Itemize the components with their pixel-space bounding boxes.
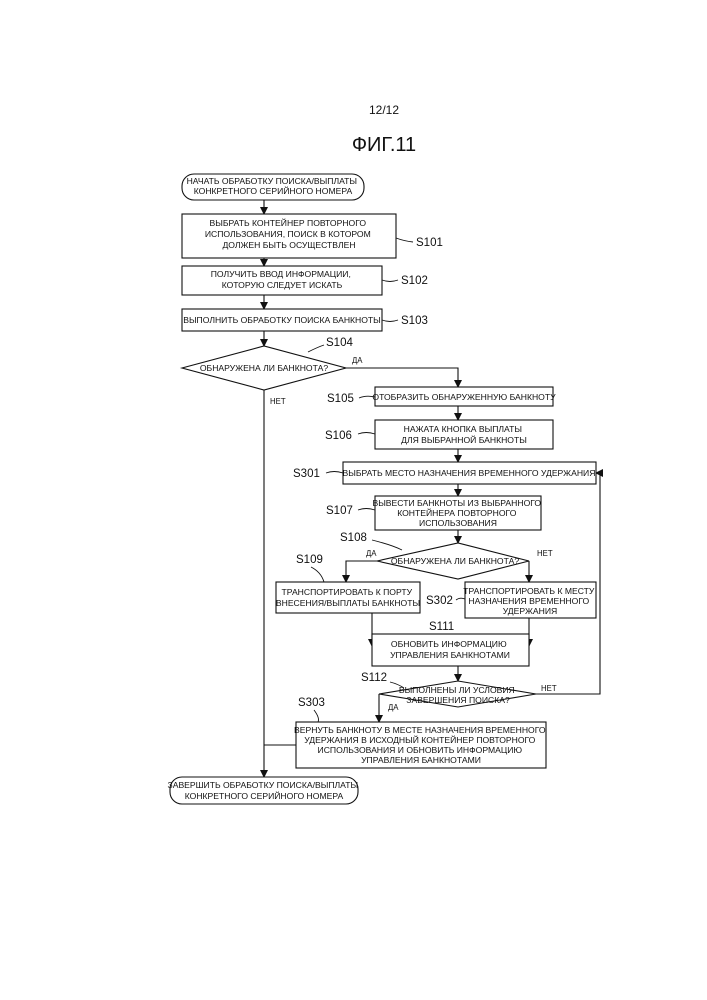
step-label-s104: S104 [326, 337, 353, 349]
s108-no-label: НЕТ [537, 549, 553, 558]
step-label-s112: S112 [361, 672, 387, 684]
node-s101-text: ВЫБРАТЬ КОНТЕЙНЕР ПОВТОРНОГО ИСПОЛЬЗОВАН… [205, 217, 373, 250]
s112-no-label: НЕТ [541, 684, 557, 693]
s104-yes-label: ДА [352, 356, 363, 365]
s108-yes-label: ДА [366, 549, 377, 558]
decision-s108-text: ОБНАРУЖЕНА ЛИ БАНКНОТА? [391, 556, 519, 566]
node-s302: ТРАНСПОРТИРОВАТЬ К МЕСТУ НАЗНАЧЕНИЯ ВРЕМ… [426, 582, 597, 618]
step-label-s106: S106 [325, 430, 352, 442]
node-s103: ВЫПОЛНИТЬ ОБРАБОТКУ ПОИСКА БАНКНОТЫ S103 [182, 309, 428, 331]
decision-s112-text: ВЫПОЛНЕНЫ ЛИ УСЛОВИЯ ЗАВЕРШЕНИЯ ПОИСКА? [399, 685, 517, 705]
node-s102: ПОЛУЧИТЬ ВВОД ИНФОРМАЦИИ, КОТОРУЮ СЛЕДУЕ… [182, 266, 428, 295]
node-s107: ВЫВЕСТИ БАНКНОТЫ ИЗ ВЫБРАННОГО КОНТЕЙНЕР… [326, 496, 544, 530]
node-s303: ВЕРНУТЬ БАНКНОТУ В МЕСТЕ НАЗНАЧЕНИЯ ВРЕМ… [294, 697, 548, 768]
node-s109-text: ТРАНСПОРТИРОВАТЬ К ПОРТУ ВНЕСЕНИЯ/ВЫПЛАТ… [276, 587, 420, 608]
step-label-s111: S111 [429, 621, 454, 633]
node-s102-text: ПОЛУЧИТЬ ВВОД ИНФОРМАЦИИ, КОТОРУЮ СЛЕДУЕ… [211, 269, 354, 290]
page-number: 12/12 [369, 103, 399, 117]
node-s106: НАЖАТА КНОПКА ВЫПЛАТЫ ДЛЯ ВЫБРАННОЙ БАНК… [325, 420, 553, 449]
figure-title: ФИГ.11 [352, 134, 416, 156]
step-label-s108: S108 [340, 532, 367, 544]
node-s301: ВЫБРАТЬ МЕСТО НАЗНАЧЕНИЯ ВРЕМЕННОГО УДЕР… [293, 462, 596, 484]
node-start-text: НАЧАТЬ ОБРАБОТКУ ПОИСКА/ВЫПЛАТЫ КОНКРЕТН… [187, 176, 360, 196]
s112-yes-label: ДА [388, 703, 399, 712]
node-s301-text: ВЫБРАТЬ МЕСТО НАЗНАЧЕНИЯ ВРЕМЕННОГО УДЕР… [343, 468, 596, 478]
step-label-s109: S109 [296, 554, 323, 566]
node-s105-text: ОТОБРАЗИТЬ ОБНАРУЖЕННУЮ БАНКНОТУ [372, 392, 556, 402]
step-label-s302: S302 [426, 595, 453, 607]
node-s101: ВЫБРАТЬ КОНТЕЙНЕР ПОВТОРНОГО ИСПОЛЬЗОВАН… [182, 214, 443, 258]
step-label-s301: S301 [293, 468, 320, 480]
step-label-s303: S303 [298, 697, 325, 709]
node-end-text: ЗАВЕРШИТЬ ОБРАБОТКУ ПОИСКА/ВЫПЛАТЫ КОНКР… [168, 780, 361, 801]
s104-no-label: НЕТ [270, 397, 286, 406]
step-label-s107: S107 [326, 505, 353, 517]
decision-s112: ВЫПОЛНЕНЫ ЛИ УСЛОВИЯ ЗАВЕРШЕНИЯ ПОИСКА? … [361, 672, 557, 712]
step-label-s101: S101 [416, 237, 443, 249]
node-start: НАЧАТЬ ОБРАБОТКУ ПОИСКА/ВЫПЛАТЫ КОНКРЕТН… [182, 174, 364, 200]
node-s106-text: НАЖАТА КНОПКА ВЫПЛАТЫ ДЛЯ ВЫБРАННОЙ БАНК… [401, 424, 527, 445]
node-s111: ОБНОВИТЬ ИНФОРМАЦИЮ УПРАВЛЕНИЯ БАНКНОТАМ… [372, 621, 529, 666]
node-s103-text: ВЫПОЛНИТЬ ОБРАБОТКУ ПОИСКА БАНКНОТЫ [183, 315, 381, 325]
step-label-s105: S105 [327, 393, 354, 405]
node-end: ЗАВЕРШИТЬ ОБРАБОТКУ ПОИСКА/ВЫПЛАТЫ КОНКР… [168, 777, 361, 804]
step-label-s103: S103 [401, 315, 428, 327]
node-s105: ОТОБРАЗИТЬ ОБНАРУЖЕННУЮ БАНКНОТУ S105 [327, 387, 556, 406]
decision-s104-text: ОБНАРУЖЕНА ЛИ БАНКНОТА? [200, 363, 328, 373]
node-s111-text: ОБНОВИТЬ ИНФОРМАЦИЮ УПРАВЛЕНИЯ БАНКНОТАМ… [390, 639, 510, 660]
decision-s108: ОБНАРУЖЕНА ЛИ БАНКНОТА? S108 ДА НЕТ [340, 532, 553, 579]
step-label-s102: S102 [401, 275, 428, 287]
